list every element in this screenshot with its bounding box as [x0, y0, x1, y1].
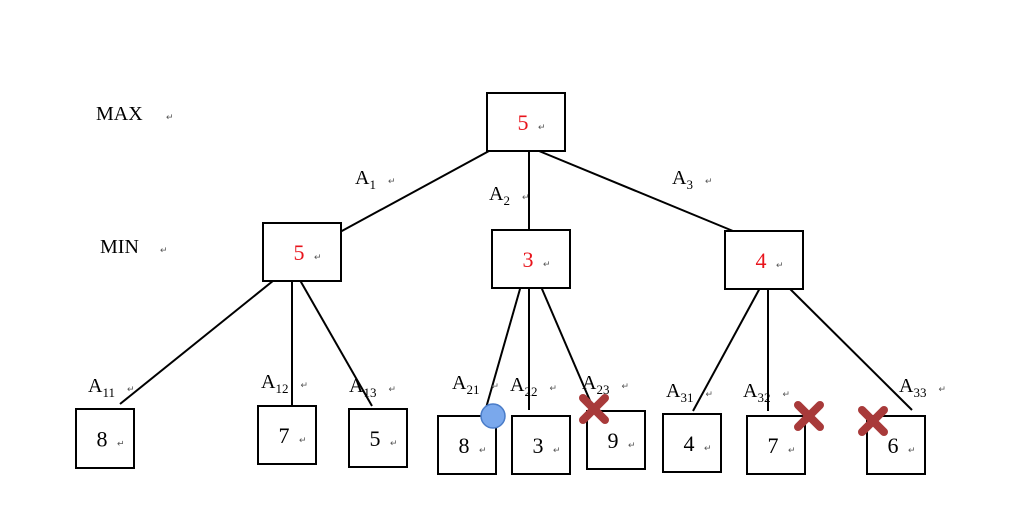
- return-mark: ↵: [117, 439, 125, 449]
- edge-label-A22: A22↵: [510, 374, 557, 399]
- leaf-node-l31: 4↵: [662, 413, 722, 473]
- return-mark: ↵: [788, 445, 796, 455]
- return-mark: ↵: [479, 445, 487, 455]
- leaf-node-value: 5: [370, 426, 381, 451]
- leaf-node-l11-box: [75, 408, 135, 469]
- min-node-n2: 3↵: [491, 229, 571, 289]
- edge-label-A11: A11↵: [88, 375, 135, 400]
- visited-circle-icon: [480, 403, 506, 429]
- edge-label-A3: A3↵: [672, 167, 713, 192]
- edge-to-l23: [535, 274, 592, 404]
- pruned-cross-icon: [579, 394, 609, 424]
- edge-root-to-n1: [339, 150, 490, 233]
- edge-to-l31: [692, 274, 768, 412]
- edge-to-l13: [292, 267, 373, 407]
- leaf-node-value: 3: [533, 433, 544, 458]
- return-mark: ↵: [553, 445, 561, 455]
- leaf-node-value: 6: [888, 433, 899, 458]
- return-mark: ↵: [543, 259, 551, 269]
- leaf-node-l31-box: [662, 413, 722, 473]
- leaf-node-l23: 9↵: [586, 410, 646, 470]
- leaf-node-value: 9: [608, 428, 619, 453]
- return-mark: ↵: [166, 112, 174, 122]
- min-node-n2-box: [491, 229, 571, 289]
- edge-label-A21: A21↵: [452, 372, 499, 397]
- return-mark: ↵: [314, 252, 322, 262]
- min-level-label: MIN: [100, 236, 139, 258]
- min-node-n3: 4↵: [724, 230, 804, 290]
- leaf-node-l12: 7↵: [257, 405, 317, 465]
- tree-nodes: 5↵5↵3↵4↵8↵7↵5↵8↵3↵9↵4↵7↵6↵: [75, 92, 926, 475]
- min-node-n1: 5↵: [262, 222, 342, 282]
- leaf-node-l11: 8↵: [75, 408, 135, 469]
- return-mark: ↵: [299, 435, 307, 445]
- min-node-value: 3: [523, 247, 534, 272]
- edge-to-l21: [483, 274, 525, 416]
- pruned-cross-icon: [858, 406, 888, 436]
- edge-label-A33: A33↵: [899, 375, 946, 400]
- edge-label-A1: A1↵: [355, 167, 396, 192]
- edge-label-A2: A2↵: [489, 183, 530, 208]
- leaf-node-value: 8: [459, 433, 470, 458]
- edge-label-A32: A32↵: [743, 380, 790, 405]
- leaf-node-value: 7: [768, 433, 779, 458]
- max-node-box: [486, 92, 566, 152]
- return-mark: ↵: [160, 245, 168, 255]
- leaf-node-l13: 5↵: [348, 408, 408, 468]
- edge-label-A23: A23↵: [582, 372, 629, 397]
- leaf-node-l13-box: [348, 408, 408, 468]
- leaf-node-l22: 3↵: [511, 415, 571, 475]
- leaf-node-l12-box: [257, 405, 317, 465]
- return-mark: ↵: [704, 443, 712, 453]
- pruned-cross-icon: [794, 401, 824, 431]
- leaf-node-value: 8: [97, 427, 108, 452]
- edge-label-A31: A31↵: [666, 380, 713, 405]
- leaf-node-value: 7: [279, 423, 290, 448]
- return-mark: ↵: [908, 445, 916, 455]
- max-node: 5↵: [486, 92, 566, 152]
- leaf-node-l23-box: [586, 410, 646, 470]
- return-mark: ↵: [628, 440, 636, 450]
- min-node-value: 4: [756, 248, 767, 273]
- edge-to-l33: [775, 274, 913, 411]
- tree-edges: [119, 150, 913, 416]
- min-node-n3-box: [724, 230, 804, 290]
- max-node-value: 5: [518, 110, 529, 135]
- leaf-node-l22-box: [511, 415, 571, 475]
- edge-label-A12: A12↵: [261, 371, 308, 396]
- edge-label-A13: A13↵: [349, 375, 396, 400]
- return-mark: ↵: [390, 438, 398, 448]
- leaf-node-value: 4: [684, 431, 695, 456]
- edge-root-to-n3: [538, 150, 734, 232]
- min-node-n1-box: [262, 222, 342, 282]
- return-mark: ↵: [776, 260, 784, 270]
- prune-markers: [480, 394, 888, 436]
- min-node-value: 5: [294, 240, 305, 265]
- max-level-label: MAX: [96, 103, 143, 125]
- edge-to-l11: [119, 267, 290, 405]
- return-mark: ↵: [538, 122, 546, 132]
